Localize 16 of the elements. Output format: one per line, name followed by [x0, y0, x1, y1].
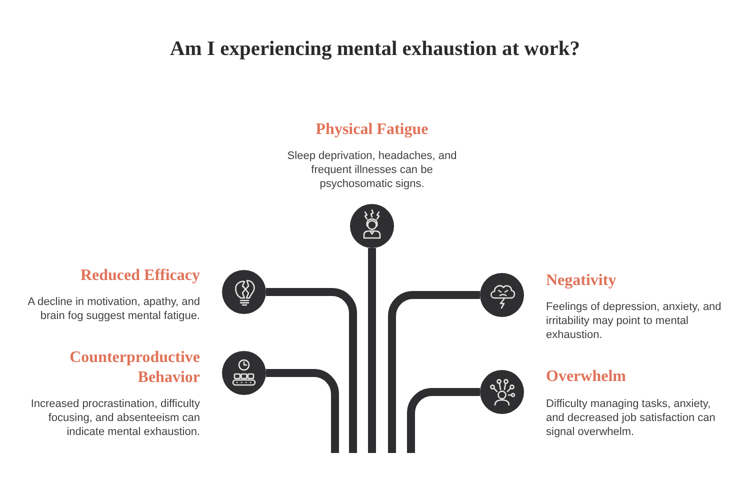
topic-heading: Overwhelm [546, 367, 627, 386]
topic-description: Increased procrastination, difficulty focusing, and absenteeism can indicate mental exhaustion. [30, 397, 200, 439]
topic-description: A decline in motivation, apathy, and brain fog suggest mental fatigue. [26, 295, 200, 323]
connector-line [368, 248, 376, 453]
topic-heading: Negativity [546, 271, 618, 290]
topic-description: Feelings of depression, anxiety, and irritability may point to mental exhaustion. [546, 300, 722, 342]
connector-line [266, 288, 357, 453]
diagram-title: Am I experiencing mental exhaustion at work? [169, 37, 581, 62]
connector-line [266, 369, 339, 453]
topic-heading: Reduced Efficacy [79, 266, 200, 286]
connector-line [407, 388, 480, 453]
topic-heading: Physical Fatigue [314, 120, 430, 140]
topic-description: Sleep deprivation, headaches, and frequent illnesses can be psychosomatic signs. [286, 149, 458, 191]
connector-line [388, 291, 480, 453]
topic-heading: Counterproductive Behavior [68, 348, 200, 387]
topic-description: Difficulty managing tasks, anxiety, and decreased job satisfaction can signal overwhelm. [546, 397, 716, 439]
